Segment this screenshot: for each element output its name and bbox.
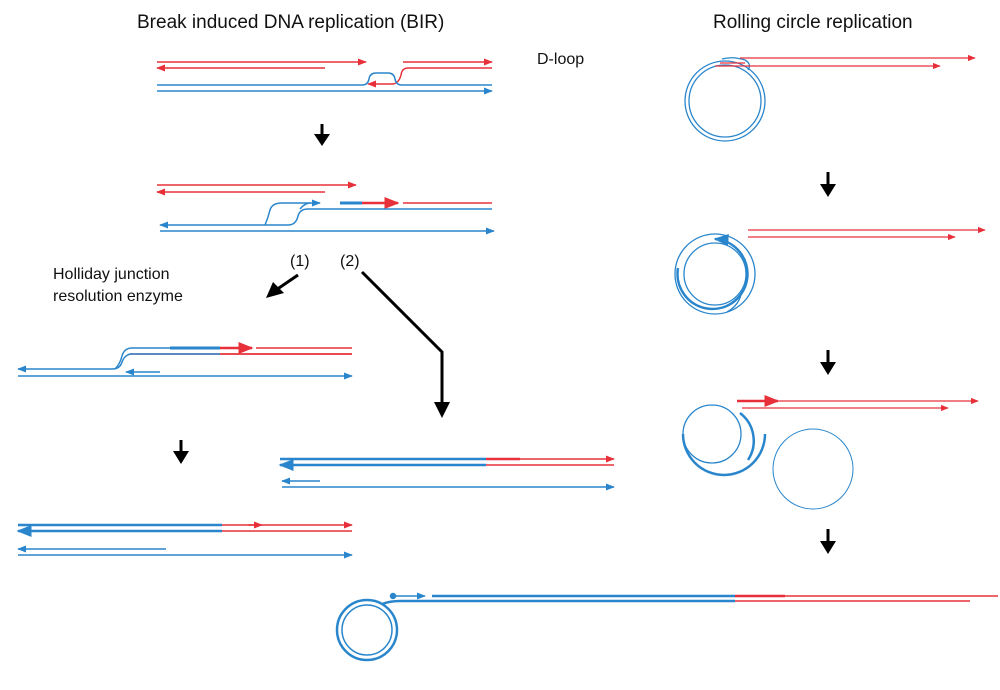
rolling-circle-step-3	[681, 395, 979, 510]
bir-step-1-dloop	[156, 58, 493, 95]
pathway-2-label: (2)	[340, 253, 360, 270]
pathway-1-label: (1)	[290, 253, 310, 270]
bir-title: Break induced DNA replication (BIR)	[137, 12, 445, 33]
rolling-circle-step-2	[674, 226, 986, 315]
final-product-rolling-circle	[335, 592, 998, 662]
bir-flow-arrows	[173, 124, 450, 464]
bir-pathway-1-intermediate	[17, 342, 353, 380]
rolling-circle-flow-arrows	[820, 172, 836, 554]
holliday-enzyme-label: Holliday junction resolution enzyme	[53, 266, 183, 305]
rolling-circle-step-1	[684, 54, 976, 142]
bir-step-2-migration	[156, 181, 495, 235]
bir-pathway-2-product	[278, 455, 615, 491]
dloop-label: D-loop	[537, 51, 585, 68]
rolling-circle-title: Rolling circle replication	[713, 12, 913, 33]
bir-pathway-1-product	[16, 521, 353, 559]
